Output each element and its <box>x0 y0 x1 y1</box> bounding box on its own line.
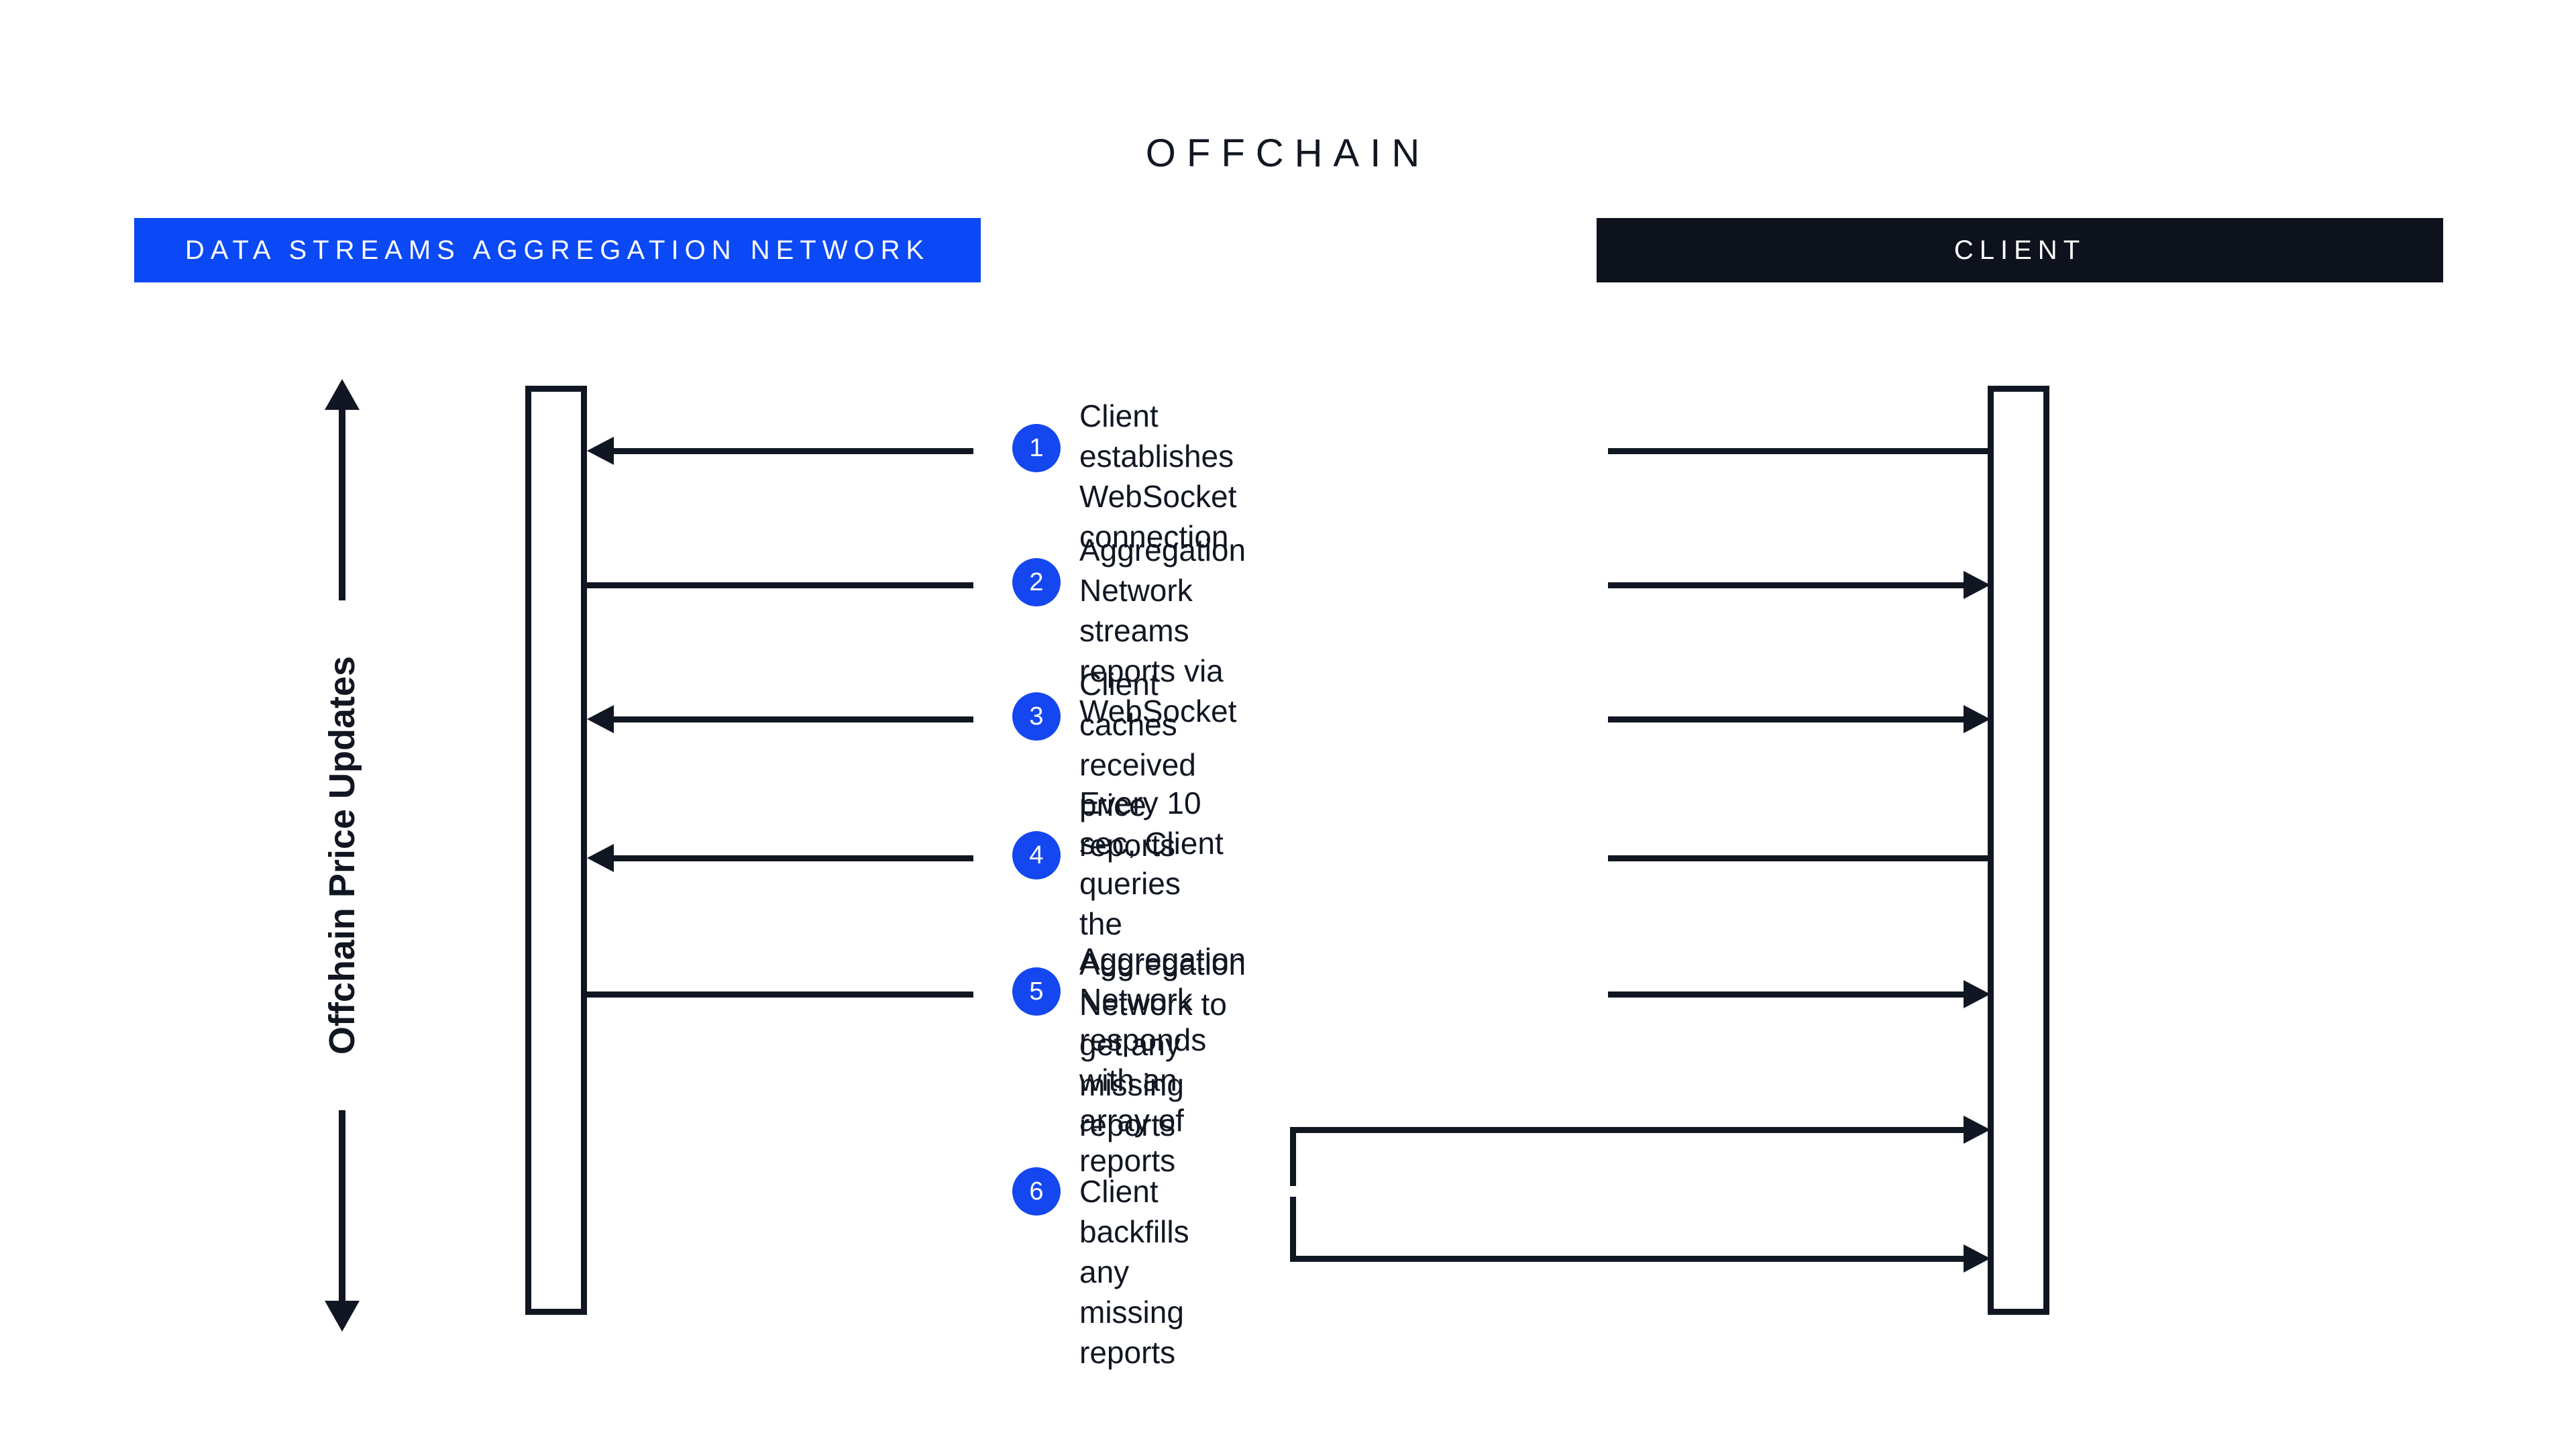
arrowhead-right-3 <box>1964 705 1990 733</box>
arrowhead-right-2 <box>1964 571 1990 599</box>
page-title: OFFCHAIN <box>1145 131 1431 175</box>
arrowhead-left-4 <box>587 844 614 872</box>
step-caption-5: Aggregation Network responds with an arr… <box>1079 942 1246 1178</box>
arrowhead-right-6-top <box>1964 1116 1990 1144</box>
step-badge-3: 3 <box>1012 692 1061 741</box>
step-caption-6: Client backfills any missing reports <box>1079 1174 1189 1370</box>
arrow-up-icon <box>325 379 360 410</box>
message-line-5-right <box>1608 991 1964 998</box>
step-badge-5: 5 <box>1012 967 1061 1016</box>
message-line-3-left <box>614 716 973 722</box>
message-line-1-right <box>1608 448 1990 454</box>
axis-label-backdrop <box>315 600 369 1110</box>
lane-header-client: CLIENT <box>1597 218 2443 282</box>
step-badge-4: 4 <box>1012 831 1061 879</box>
step-caption-1: Client establishes WebSocket connection <box>1079 398 1237 554</box>
lifeline-client <box>1988 386 2049 1315</box>
arrowhead-left-1 <box>587 437 614 465</box>
message-line-1-left <box>614 448 973 454</box>
lifeline-aggregation-network <box>525 386 587 1315</box>
step-badge-2: 2 <box>1012 558 1061 606</box>
arrowhead-right-6-bottom <box>1964 1244 1990 1273</box>
bracket-stub-6-bottom <box>1290 1197 1296 1256</box>
step-badge-6: 6 <box>1012 1167 1061 1216</box>
arrowhead-right-5 <box>1964 980 1990 1008</box>
message-line-3-right <box>1608 716 1964 722</box>
step-caption-4: Every 10 sec, Client queries the Aggrega… <box>1079 786 1246 1142</box>
message-line-4-right <box>1608 855 1990 861</box>
message-line-2-right <box>1608 582 1964 588</box>
lane-header-aggregation-network: DATA STREAMS AGGREGATION NETWORK <box>134 218 981 282</box>
bracket-stub-6-top <box>1290 1127 1296 1186</box>
message-line-6-bottom <box>1290 1256 1964 1262</box>
message-line-5-left <box>586 991 973 998</box>
step-caption-2: Aggregation Network streams reports via … <box>1079 533 1246 729</box>
arrowhead-left-3 <box>587 705 614 733</box>
message-line-6-top <box>1290 1127 1964 1133</box>
message-line-4-left <box>614 855 973 861</box>
axis-label: Offchain Price Updates <box>322 655 362 1055</box>
message-line-2-left <box>586 582 973 588</box>
step-caption-3: Client caches received price reports <box>1079 667 1196 863</box>
arrow-down-icon <box>325 1301 360 1332</box>
offchain-price-updates-axis: Offchain Price Updates <box>295 379 389 1332</box>
step-badge-1: 1 <box>1012 424 1061 472</box>
